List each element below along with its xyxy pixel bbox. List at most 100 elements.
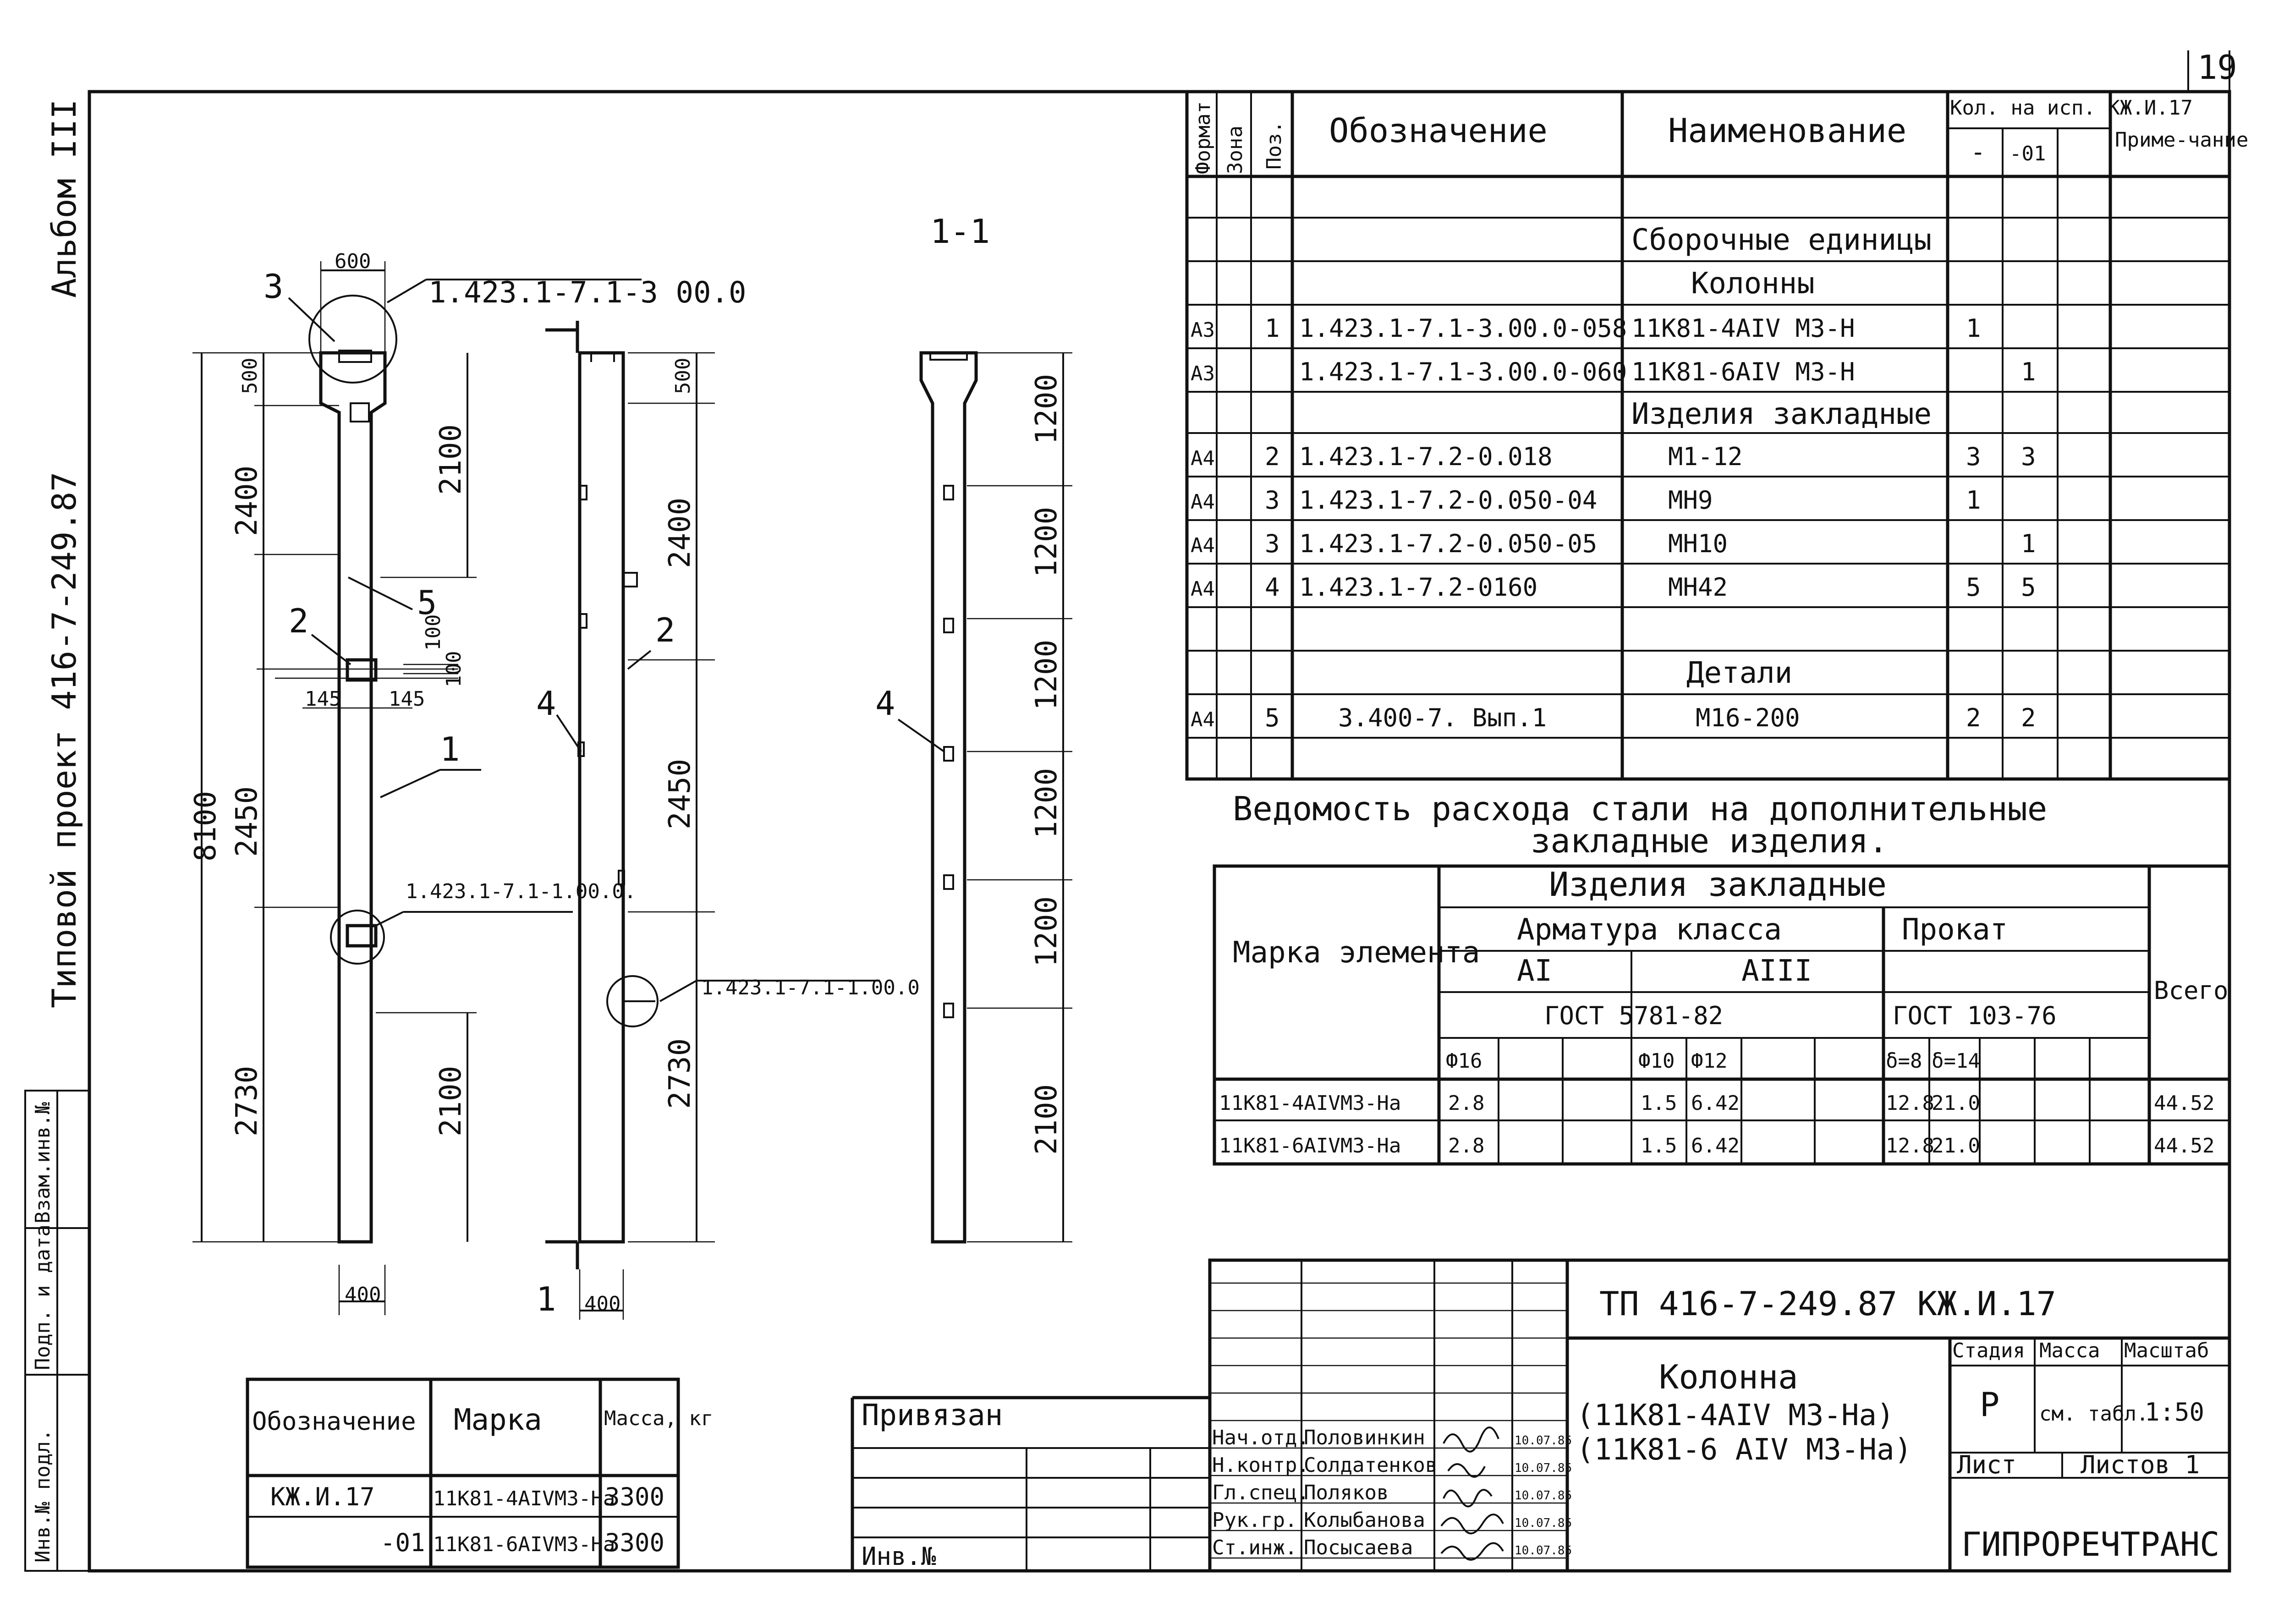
section-label: 1-1 bbox=[930, 212, 990, 251]
spec-row: А3 1.423.1-7.1-3.00.0-060 11К81-6АIV М3-… bbox=[1191, 357, 2036, 386]
spec-row: А4 4 1.423.1-7.2-0160 МН42 5 5 bbox=[1191, 573, 2036, 602]
stamp-replace: Взам.инв.№ bbox=[31, 1102, 55, 1223]
spec-sec-embedded: Изделия закладные bbox=[1631, 397, 1932, 431]
steel-h-mark: Марка элемента bbox=[1233, 936, 1480, 970]
marks-cell-mark: 11К81-6АIVМ3-На bbox=[433, 1533, 615, 1556]
callout-4: 4 bbox=[536, 684, 556, 723]
spec-cell-pos: 3 bbox=[1265, 486, 1280, 515]
spec-cell-q1: 1 bbox=[1966, 486, 1981, 515]
spec-cell-pos: 5 bbox=[1265, 703, 1280, 732]
steel-h-d14: δ=14 bbox=[1932, 1049, 1980, 1073]
spec-cell-pos: 2 bbox=[1265, 442, 1280, 471]
dim-sec-1: 1200 bbox=[1030, 374, 1064, 444]
tb-name: Посысаева bbox=[1304, 1536, 1413, 1559]
marks-row: -01 11К81-6АIVМ3-На 3300 bbox=[380, 1528, 664, 1557]
spec-h-format: Формат bbox=[1191, 101, 1215, 174]
margin-labels: Альбом III Типовой проект 416-7-249.87 И… bbox=[24, 99, 90, 1572]
signature-mark bbox=[1447, 1463, 1486, 1478]
tb-title-3: (11К81-6 АIV М3-На) bbox=[1576, 1433, 1912, 1467]
dim-front-2100b: 2100 bbox=[434, 1066, 468, 1136]
spec-cell-pos: 3 bbox=[1265, 529, 1280, 558]
spec-cell-name: МН10 bbox=[1668, 529, 1728, 558]
steel-h-f12: Ф12 bbox=[1691, 1049, 1727, 1073]
spec-cell-name: М1-12 bbox=[1668, 442, 1743, 471]
callout-3: 3 bbox=[264, 267, 283, 306]
marks-row: КЖ.И.17 11К81-4АIVМ3-На 3300 bbox=[270, 1482, 664, 1511]
marks-table: Обозначение Марка Масса, кг КЖ.И.17 11К8… bbox=[246, 1377, 713, 1569]
spec-cell-q1: 3 bbox=[1966, 442, 1981, 471]
spec-cell-q1: 2 bbox=[1966, 703, 1981, 732]
dim-side-2400: 2400 bbox=[663, 498, 697, 568]
front-dimensions: 8100 500 2400 2450 2730 2100 2100 600 40… bbox=[189, 250, 477, 1315]
signature-mark bbox=[1443, 1489, 1493, 1508]
dim-front-2730: 2730 bbox=[230, 1066, 264, 1136]
signature-mark bbox=[1443, 1426, 1499, 1453]
steel-title-1: Ведомость расхода стали на дополнительны… bbox=[1233, 790, 2047, 828]
privyazan-block: Привязан Инв.№ bbox=[851, 1396, 1210, 1571]
side-callouts: 4 2 1.423.1-7.1-1.00.0 bbox=[536, 611, 920, 1002]
spec-cell-designation: 1.423.1-7.2-0.050-04 bbox=[1299, 486, 1597, 515]
tb-name: Поляков bbox=[1304, 1481, 1389, 1504]
dim-side-500: 500 bbox=[671, 358, 695, 394]
tb-title-2: (11К81-4АIV М3-На) bbox=[1576, 1399, 1894, 1432]
spec-row: А4 3 1.423.1-7.2-0.050-04 МН9 1 bbox=[1191, 486, 1981, 515]
detail-circle-top bbox=[308, 295, 397, 384]
spec-cell-name: М16-200 bbox=[1696, 703, 1800, 732]
section-1-1: 1-1 4 bbox=[875, 212, 990, 1244]
dim-sec-4: 1200 bbox=[1030, 768, 1064, 839]
dim-sec-5: 1200 bbox=[1030, 896, 1064, 967]
spec-cell-pos: 4 bbox=[1265, 573, 1280, 602]
spec-h-pos: Поз. bbox=[1263, 121, 1286, 170]
steel-h-f10: Ф10 bbox=[1638, 1049, 1675, 1073]
tb-grid-lines bbox=[1210, 1282, 2229, 1571]
spec-cell-designation: 1.423.1-7.1-3.00.0-060 bbox=[1299, 357, 1627, 386]
steel-h-aiii: АIII bbox=[1741, 954, 1812, 988]
ref-top: 1.423.1-7.1-3 00.0 bbox=[428, 276, 747, 310]
steel-h-gost2: ГОСТ 103-76 bbox=[1893, 1001, 2057, 1030]
callout-2b: 2 bbox=[655, 611, 675, 649]
callout-2: 2 bbox=[289, 602, 308, 640]
tb-org: ГИПРОРЕЧТРАНС bbox=[1961, 1525, 2220, 1564]
spec-cell-designation: 1.423.1-7.2-0.018 bbox=[1299, 442, 1553, 471]
tb-role: Гл.спец. bbox=[1212, 1481, 1309, 1504]
marks-cell-des: КЖ.И.17 bbox=[270, 1482, 375, 1511]
spec-cell-designation: 3.400-7. Вып.1 bbox=[1338, 703, 1547, 732]
marks-h-mark: Марка bbox=[454, 1403, 542, 1437]
steel-cell-d14: 21.0 bbox=[1932, 1092, 1980, 1115]
inv-label: Инв.№ bbox=[862, 1542, 936, 1571]
side-dimensions: 500 2400 2450 2730 400 bbox=[579, 352, 715, 1320]
ref-mid: 1.423.1-7.1-1.00.0. bbox=[406, 880, 636, 903]
steel-h-f16: Ф16 bbox=[1446, 1049, 1482, 1073]
marks-cell-mark: 11К81-4АIVМ3-На bbox=[433, 1487, 615, 1510]
steel-row: 11К81-6АIVМ3-На 2.8 1.5 6.42 12.8 21.0 4… bbox=[1219, 1134, 2214, 1158]
dim-front-600: 600 bbox=[335, 250, 371, 273]
spec-cell-q2: 5 bbox=[2021, 573, 2036, 602]
tb-name: Колыбанова bbox=[1304, 1509, 1425, 1532]
spec-cell-q1: 5 bbox=[1966, 573, 1981, 602]
signature-mark bbox=[1440, 1542, 1504, 1561]
steel-cell-mark: 11К81-4АIVМ3-На bbox=[1219, 1092, 1401, 1115]
sheet-frame: 19 bbox=[88, 48, 2237, 1573]
marks-h-des: Обозначение bbox=[252, 1407, 416, 1436]
dim-front-2100a: 2100 bbox=[434, 424, 468, 495]
tb-code: ТП 416-7-249.87 КЖ.И.17 bbox=[1599, 1284, 2056, 1323]
dim-sec-2: 1200 bbox=[1030, 507, 1064, 577]
tb-role: Н.контр. bbox=[1212, 1454, 1309, 1477]
spec-cell-name: МН42 bbox=[1668, 573, 1728, 602]
steel-h-d8: δ=8 bbox=[1886, 1049, 1922, 1073]
spec-sec-assemblies: Сборочные единицы bbox=[1631, 223, 1932, 257]
tb-sheets: Листов 1 bbox=[2081, 1450, 2200, 1479]
steel-cell-total: 44.52 bbox=[2154, 1134, 2214, 1158]
dim-side-2450: 2450 bbox=[663, 759, 697, 829]
dim-front-400: 400 bbox=[345, 1283, 381, 1306]
steel-cell-mark: 11К81-6АIVМ3-На bbox=[1219, 1134, 1401, 1158]
spec-cell-designation: 1.423.1-7.2-0160 bbox=[1299, 573, 1537, 602]
dim-front-500: 500 bbox=[238, 358, 262, 394]
spec-h-note: Приме-чание bbox=[2115, 128, 2248, 152]
callout-4b: 4 bbox=[875, 684, 895, 723]
front-callouts: 3 1.423.1-7.1-3 00.0 2 5 1 1.423.1-7.1-1… bbox=[264, 267, 747, 927]
spec-row: А4 2 1.423.1-7.2-0.018 М1-12 3 3 bbox=[1191, 442, 2036, 471]
spec-cell-format: А4 bbox=[1191, 490, 1215, 514]
ref-side: 1.423.1-7.1-1.00.0 bbox=[701, 976, 920, 999]
spec-cell-format: А3 bbox=[1191, 318, 1215, 342]
